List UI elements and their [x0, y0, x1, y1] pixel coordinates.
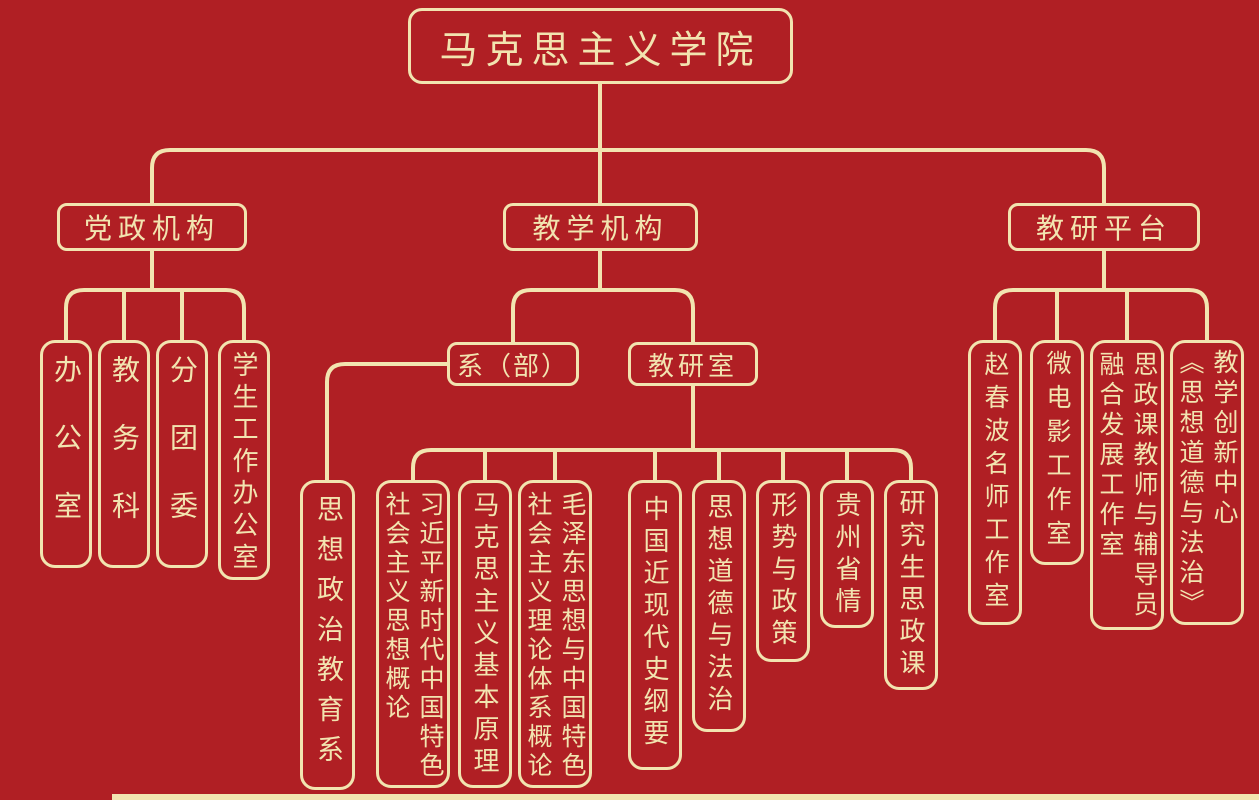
node-teaching-research-offices: 教研室: [628, 342, 758, 386]
node-situation-and-policy: 形势与政策: [756, 480, 810, 662]
branch-teaching-orgs: 教学机构: [503, 203, 698, 251]
node-morality-and-rule-of-law: 思想道德与法治: [692, 480, 746, 732]
node-academic-affairs-section: 教务科: [98, 340, 150, 568]
node-departments: 系（部）: [447, 342, 579, 386]
branch-party-government-orgs: 党政机构: [57, 203, 247, 251]
node-micro-film-studio: 微电影工作室: [1030, 340, 1084, 565]
node-guizhou-province-overview: 贵州省情: [820, 480, 874, 628]
branch-teaching-research-platform: 教研平台: [1008, 203, 1200, 251]
node-youth-league-committee: 分团委: [156, 340, 208, 568]
root-node: 马克思主义学院: [408, 8, 793, 84]
node-mao-zedong-thought-course: 毛泽东思想与中国特色 社会主义理论体系概论: [518, 480, 592, 788]
node-zhao-chunbo-master-teacher-studio: 赵春波名师工作室: [968, 340, 1022, 625]
node-general-office: 办公室: [40, 340, 92, 568]
node-ideological-political-education-dept: 思想政治教育系: [300, 480, 355, 790]
node-teachers-counselors-integration-studio: 思政课教师与辅导员 融合发展工作室: [1090, 340, 1164, 630]
node-student-affairs-office: 学生工作办公室: [218, 340, 270, 580]
node-modern-chinese-history: 中国近现代史纲要: [628, 480, 682, 770]
node-teaching-innovation-center: 教学创新中心 《思想道德与法治》: [1170, 340, 1244, 625]
node-xi-jinping-thought-course: 习近平新时代中国特色 社会主义思想概论: [376, 480, 450, 788]
bottom-border: [112, 794, 1259, 800]
node-graduate-ideological-course: 研究生思政课: [884, 480, 938, 690]
node-marxism-basic-principles: 马克思主义基本原理: [458, 480, 512, 788]
